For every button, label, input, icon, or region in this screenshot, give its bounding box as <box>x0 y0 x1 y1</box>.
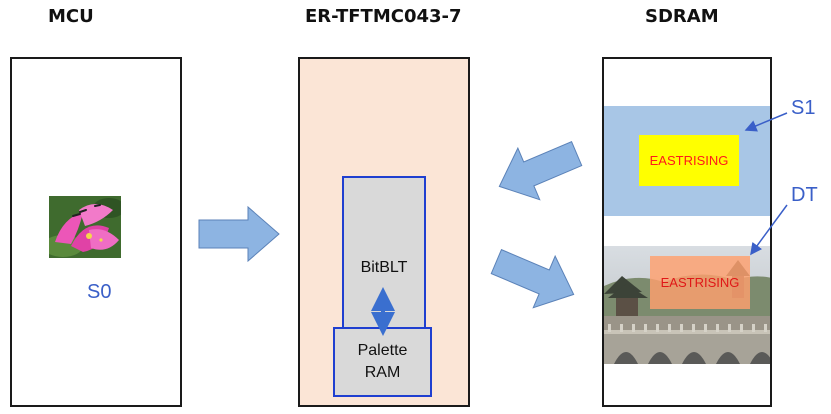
sdram-panel: EASTRISING <box>602 57 772 407</box>
module-heading: ER-TFTMC043-7 <box>305 6 462 27</box>
s0-label: S0 <box>87 281 112 303</box>
s1-callout-label: S1 <box>791 97 816 119</box>
palette-ram-block: Palette RAM <box>333 327 432 397</box>
s1-text: EASTRISING <box>649 153 729 168</box>
s1-text-box: EASTRISING <box>639 135 739 186</box>
sdram-heading: SDRAM <box>645 6 719 27</box>
mcu-panel: S0 <box>10 57 182 407</box>
s1-pointer-line <box>744 112 788 132</box>
module-panel: BitBLT Palette RAM <box>298 57 470 407</box>
dt-overlay-box: EASTRISING <box>650 256 750 309</box>
dt-pointer-line <box>750 204 788 256</box>
arrow-sdram-to-module <box>498 140 583 201</box>
arrow-module-to-sdram <box>490 248 575 309</box>
bitblt-label: BitBLT <box>360 259 408 276</box>
palette-label-line2: RAM <box>364 364 401 381</box>
dt-text: EASTRISING <box>660 275 740 290</box>
arrow-mcu-to-module <box>198 205 280 263</box>
mcu-heading: MCU <box>48 6 94 27</box>
dt-callout-label: DT <box>791 184 818 206</box>
palette-label-line1: Palette <box>357 342 408 359</box>
lotus-image <box>49 196 121 258</box>
